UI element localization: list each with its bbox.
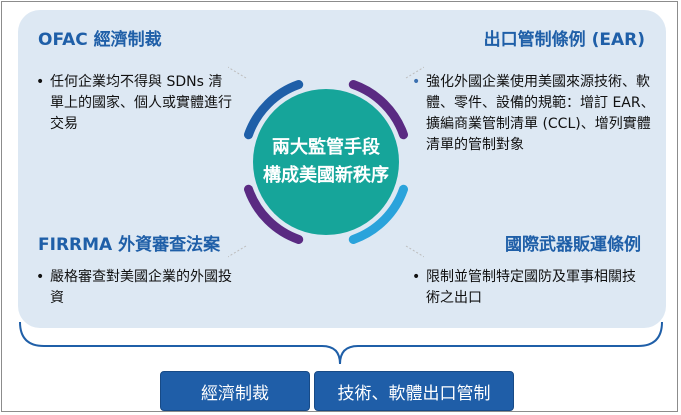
itar-heading: 國際武器販運條例 (505, 235, 641, 255)
connector-dots (228, 245, 247, 258)
ear-bullet-text: 強化外國企業使用美國來源技術、軟體、零件、設備的規範：增訂 EAR、擴編商業管制… (426, 74, 655, 153)
ofac-bullet-text: 任何企業均不得與 SDNs 清單上的國家、個人或實體進行交易 (50, 74, 232, 132)
ear-heading: 出口管制條例 (EAR) (483, 30, 645, 50)
connector-dots (228, 66, 247, 79)
bullet-dot: • (36, 269, 45, 285)
hub-arcs (228, 66, 424, 258)
arc-top-right (348, 80, 408, 140)
arc-top-left (244, 80, 304, 140)
tech-export-control-button[interactable]: 技術、軟體出口管制 (314, 371, 514, 411)
firrma-heading: FIRRMA 外資審查法案 (38, 235, 221, 255)
itar-bullet-text: 限制並管制特定國防及軍事相關技術之出口 (426, 269, 636, 306)
arc-bottom-right (348, 184, 408, 244)
economic-sanctions-button[interactable]: 經濟制裁 (160, 371, 310, 411)
bullet-dot: • (412, 74, 421, 90)
center-hub: 兩大監管手段 構成美國新秩序 (228, 64, 424, 260)
connector-dots (405, 245, 424, 258)
firrma-bullet-text: 嚴格審查對美國企業的外國投資 (50, 269, 232, 306)
ofac-bullet: • 任何企業均不得與 SDNs 清單上的國家、個人或實體進行交易 (36, 72, 236, 135)
bullet-dot: • (36, 74, 45, 90)
center-title-line1: 兩大監管手段 (272, 137, 380, 158)
connector-dots (405, 66, 424, 79)
itar-bullet: • 限制並管制特定國防及軍事相關技術之出口 (412, 267, 642, 309)
arc-bottom-left (244, 184, 304, 244)
center-circle: 兩大監管手段 構成美國新秩序 (253, 89, 399, 235)
center-title-line2: 構成美國新秩序 (263, 165, 389, 186)
ear-bullet: • 強化外國企業使用美國來源技術、軟體、零件、設備的規範：增訂 EAR、擴編商業… (412, 72, 662, 156)
firrma-bullet: • 嚴格審查對美國企業的外國投資 (36, 267, 236, 309)
bullet-dot: • (412, 269, 421, 285)
ofac-heading: OFAC 經濟制裁 (38, 30, 162, 50)
